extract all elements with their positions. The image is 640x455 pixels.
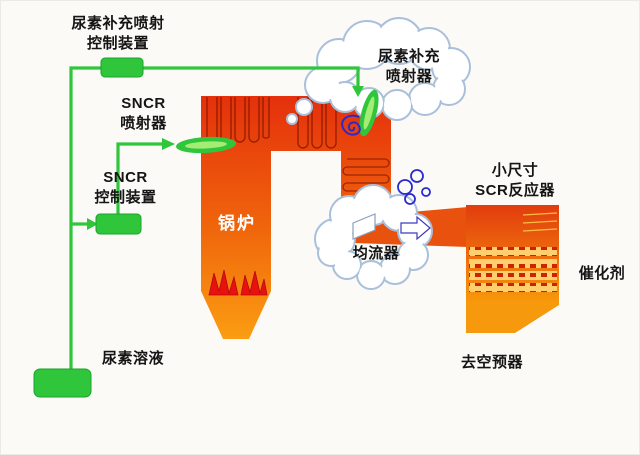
equalizer-plate-icon bbox=[352, 213, 376, 240]
line-arrowheads bbox=[87, 86, 364, 230]
urea-solution-label: 尿素溶液 bbox=[101, 350, 164, 367]
urea-injector-line bbox=[143, 66, 360, 87]
urea-supplement-injector-label: 尿素补充 喷射器 bbox=[377, 48, 440, 85]
urea-solution-tank bbox=[33, 368, 92, 398]
sncr-injector-line bbox=[116, 142, 163, 214]
flow-arrow-icon bbox=[400, 215, 431, 241]
control-lines bbox=[69, 66, 360, 371]
boiler-label: 锅炉 bbox=[218, 214, 256, 233]
urea-supplement-control-label: 尿素补充喷射 控制装置 bbox=[71, 15, 165, 52]
scr-reactor-shape bbox=[466, 205, 559, 333]
sncr-injector-label: SNCR 喷射器 bbox=[120, 95, 167, 132]
sncr-control-box bbox=[95, 213, 142, 235]
urea-supply-line bbox=[69, 66, 101, 371]
flow-equalizer-label: 均流器 bbox=[352, 245, 400, 262]
gas-bubbles-icon bbox=[397, 169, 431, 205]
control-boxes bbox=[33, 57, 144, 398]
scr-reactor-label: 小尺寸 SCR反应器 bbox=[475, 162, 555, 199]
sncr-control-label: SNCR 控制装置 bbox=[94, 169, 157, 206]
sncr-spray-icon bbox=[176, 136, 236, 154]
flame-icon bbox=[208, 269, 268, 296]
flow-equalizer-cloud bbox=[314, 184, 433, 290]
mixing-swirl-icon bbox=[341, 114, 361, 136]
catalyst-layers-icon bbox=[469, 247, 557, 292]
to-air-preheater-label: 去空预器 bbox=[460, 354, 523, 371]
urea-supplement-control-box bbox=[100, 57, 144, 78]
catalyst-label: 催化剂 bbox=[578, 265, 626, 282]
urea-spray-icon bbox=[359, 89, 379, 137]
reactor-outlet-duct bbox=[466, 305, 559, 333]
